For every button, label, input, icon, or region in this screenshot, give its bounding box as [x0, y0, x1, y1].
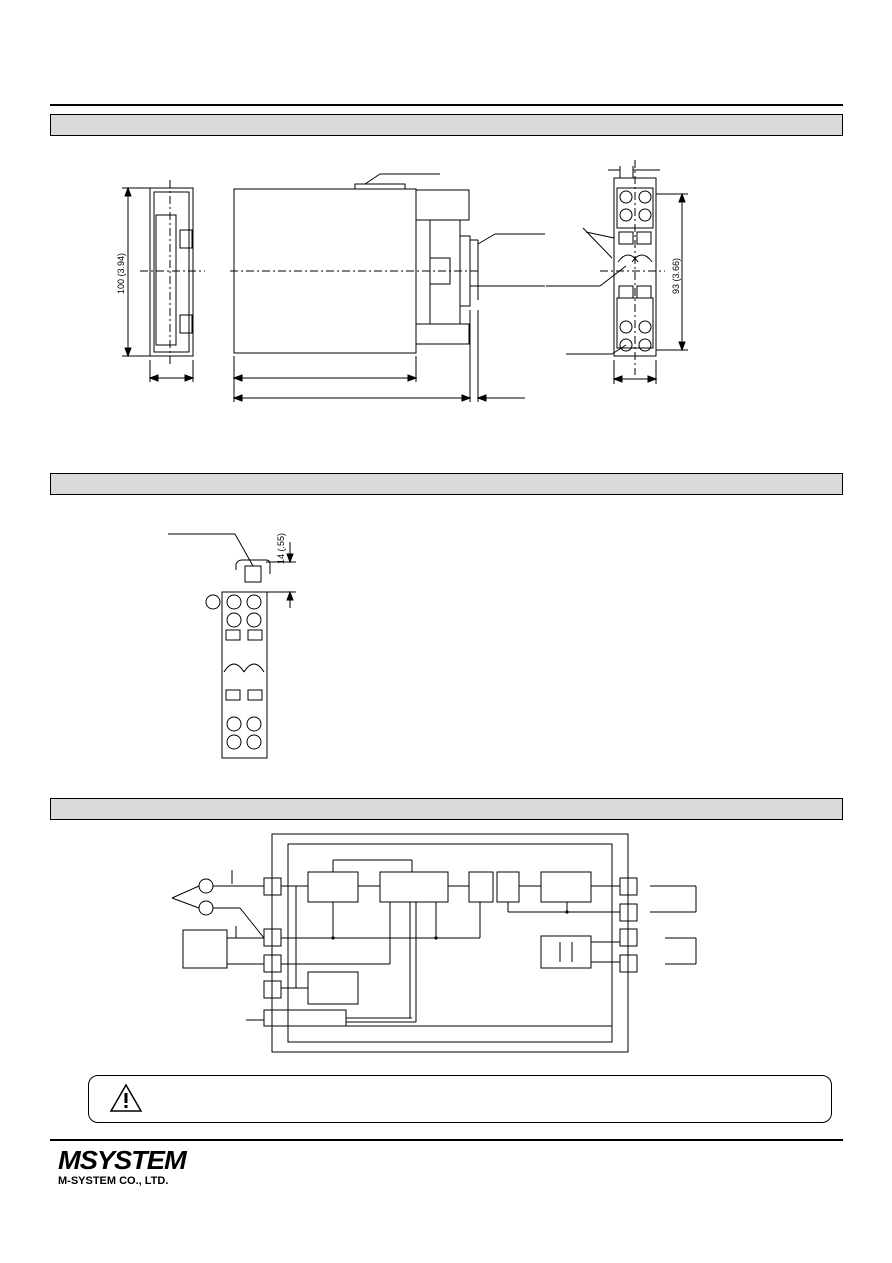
side-view [230, 173, 545, 402]
section-bar-block-diagram [50, 798, 843, 820]
company-name: M-SYSTEM CO., LTD. [58, 1175, 169, 1187]
sensor-circle-2 [198, 900, 214, 916]
section-bar-mounting [50, 473, 843, 495]
warning-triangle-icon [109, 1083, 143, 1112]
height-dimension-label: 100 (3.94) [116, 253, 126, 294]
sensor-circle-1 [198, 878, 214, 894]
section-bar-dimensions [50, 114, 843, 136]
side-height-dimension-label: 93 (3.66) [671, 258, 681, 294]
logo-mark: MSYSTEM [58, 1145, 187, 1175]
company-logo: MSYSTEM M-SYSTEM CO., LTD. [58, 1147, 187, 1188]
front-view [122, 180, 205, 382]
clearance-dimension-label: 14 (.55) [276, 533, 286, 564]
warning-box [88, 1075, 832, 1123]
dimensions-drawing: 100 (3.94) 93 (3.66) [116, 160, 688, 402]
mounting-drawing: 14 (.55) [168, 533, 296, 759]
top-rule [50, 104, 843, 106]
bottom-rule [50, 1139, 843, 1141]
block-diagram [171, 833, 697, 1053]
socket-view [546, 160, 688, 384]
